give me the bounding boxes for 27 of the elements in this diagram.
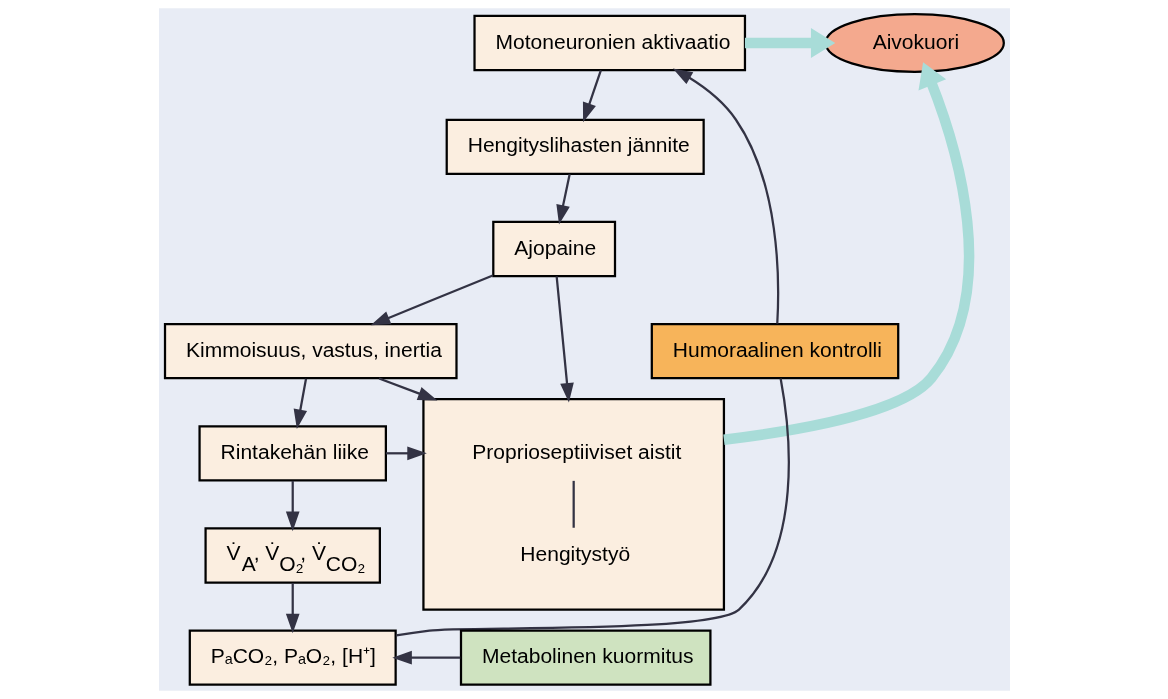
node-box: Metabolinen kuormitus bbox=[459, 629, 712, 686]
arrow bbox=[370, 274, 493, 326]
arrow bbox=[293, 378, 307, 429]
arrow bbox=[378, 377, 437, 401]
node-ellipse: Aivokuori bbox=[824, 13, 1005, 73]
node-box: Rintakehän liike bbox=[197, 425, 387, 482]
node-box: Hengityslihasten jännite bbox=[445, 118, 705, 175]
arrow bbox=[555, 174, 571, 225]
node-box: Motoneuronien aktivaatio bbox=[472, 14, 746, 72]
node-box: PₐCO₂, PₐO₂, [H⁺] bbox=[188, 629, 397, 686]
arrow bbox=[285, 480, 300, 532]
node-text: Hengitystyö bbox=[519, 542, 630, 566]
arrow bbox=[555, 276, 574, 403]
connector bbox=[395, 378, 790, 637]
cluster bbox=[421, 398, 725, 611]
arrow bbox=[672, 68, 779, 324]
arrow bbox=[744, 28, 835, 58]
node-box: Kimmoisuus, vastus, inertia bbox=[163, 322, 458, 380]
arrow bbox=[285, 583, 300, 634]
node-box: Ajopaine bbox=[491, 220, 616, 278]
arrow bbox=[722, 62, 974, 445]
arrow bbox=[391, 650, 460, 665]
node-box: Humoraalinen kontrolli bbox=[650, 322, 899, 380]
connector bbox=[572, 480, 575, 528]
arrow bbox=[582, 70, 602, 123]
arrow bbox=[385, 446, 427, 461]
node-text: Proprioseptiiviset aistit bbox=[471, 439, 681, 463]
